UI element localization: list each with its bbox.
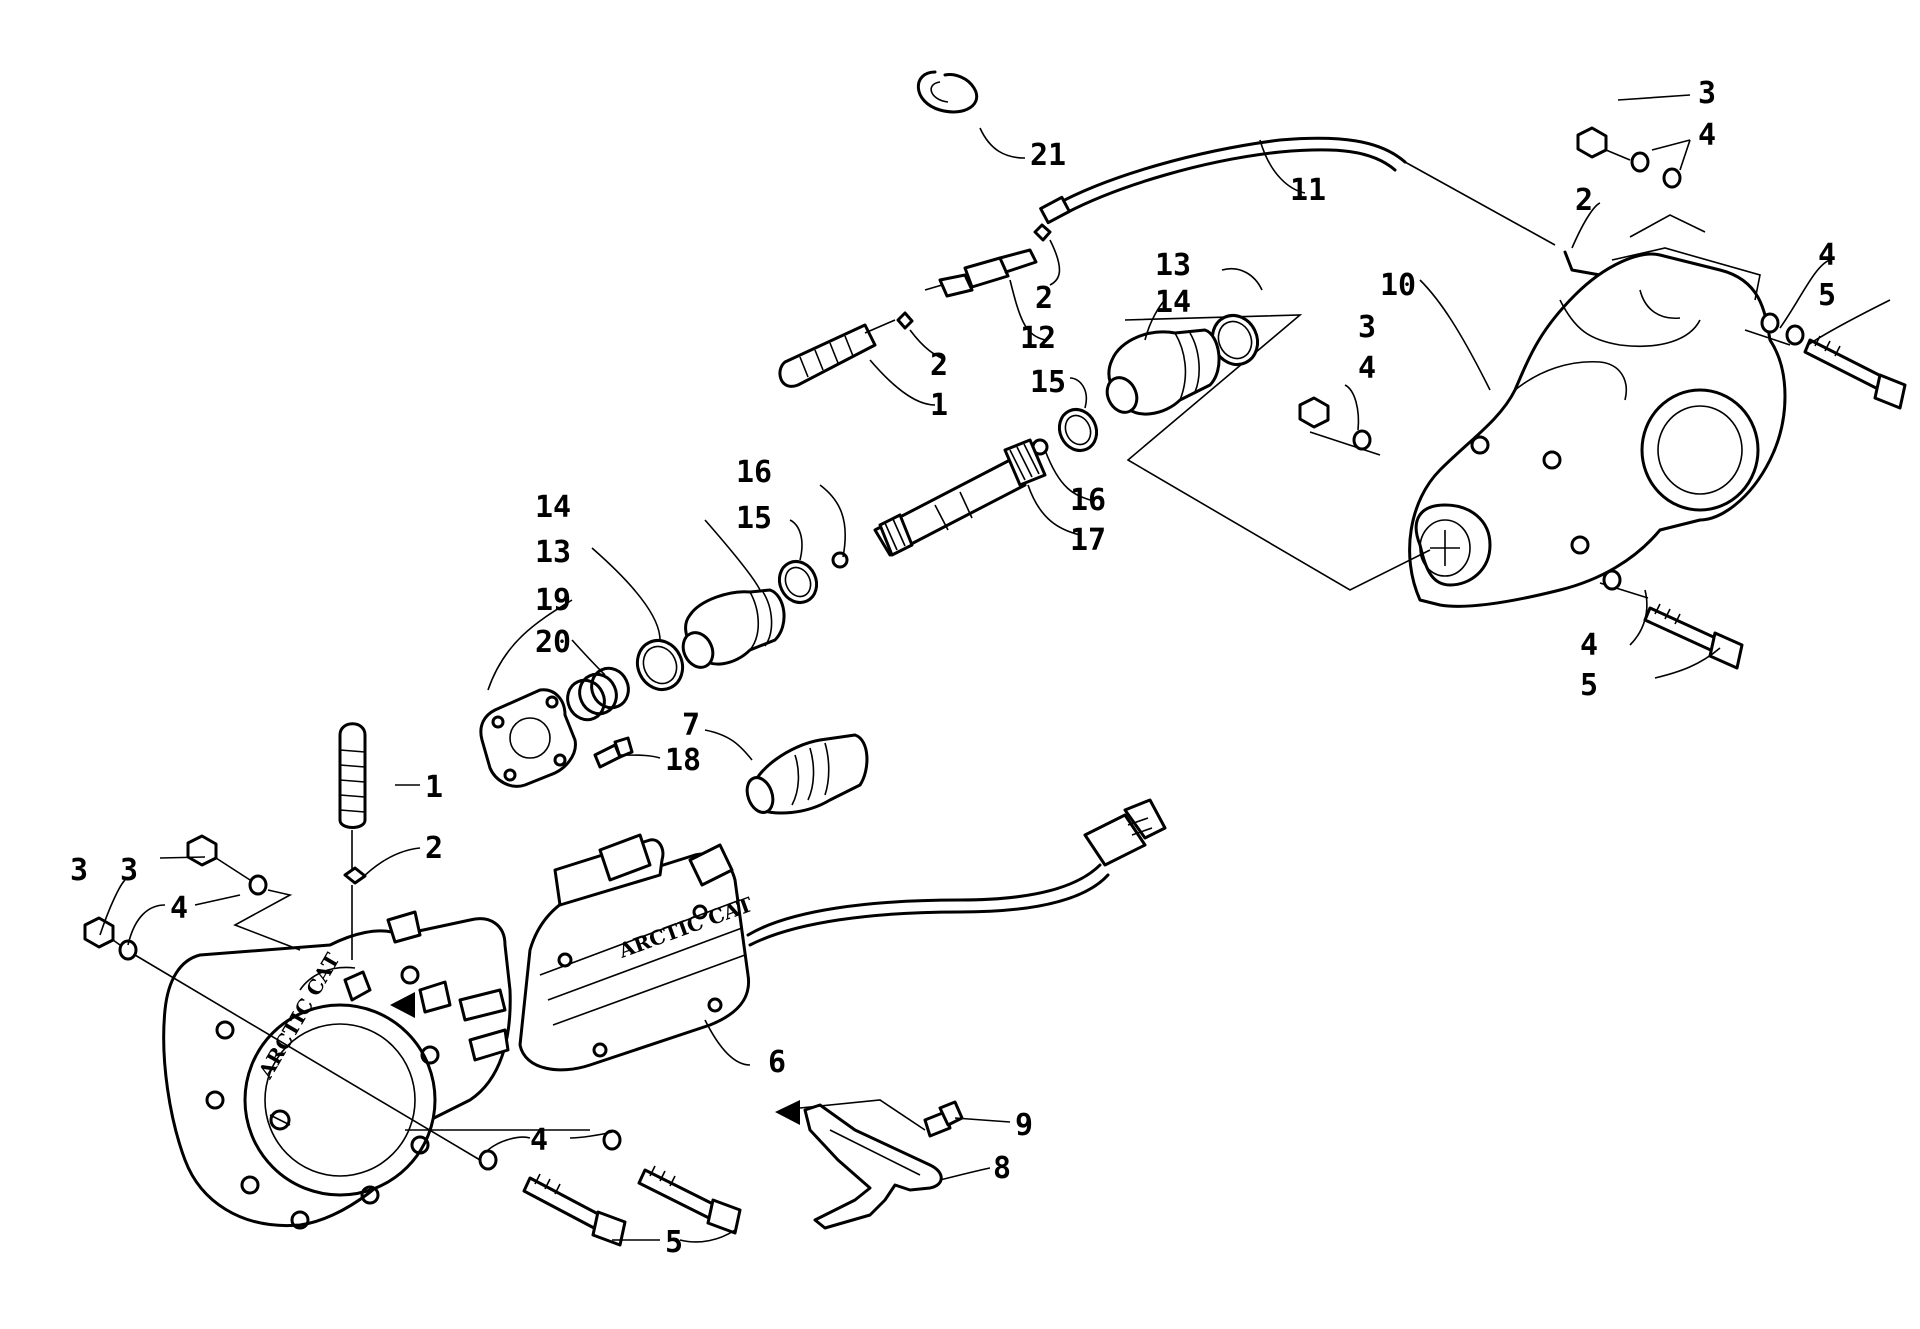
part-17-drive-shaft [873, 438, 1047, 557]
callout-5: 5 [665, 1225, 683, 1260]
part-3-nut-mid-right [1298, 396, 1330, 429]
callout-12: 12 [1020, 321, 1056, 356]
part-15-ring-lower [777, 560, 819, 604]
part-4-washer-ur2 [1662, 167, 1682, 189]
part-20-spring [566, 666, 630, 722]
callout-4: 4 [1580, 628, 1598, 663]
part-1-rubber-boot-lower [338, 722, 367, 870]
callout-16: 16 [1070, 483, 1106, 518]
callout-5: 5 [1580, 668, 1598, 703]
callout-4: 4 [530, 1123, 548, 1158]
pointer-arrow-bracket [775, 1100, 800, 1125]
callout-3: 3 [1358, 310, 1376, 345]
part-9-screw [923, 1100, 964, 1138]
part-14-boot-lower [681, 588, 786, 669]
callout-4: 4 [1698, 118, 1716, 153]
part-6-shift-actuator: ARCTIC CAT [518, 833, 756, 1072]
callout-4: 4 [1358, 351, 1376, 386]
part-4-washer-ur1 [1630, 151, 1650, 173]
callout-21: 21 [1030, 138, 1066, 173]
callout-13: 13 [1155, 248, 1191, 283]
left-gearcase-housing: ARCTIC CAT [162, 910, 512, 1230]
part-3-nut-left-lower [83, 916, 121, 949]
callout-3: 3 [1698, 76, 1716, 111]
callout-15: 15 [1030, 365, 1066, 400]
part-5-bolt-right-a [1803, 335, 1907, 410]
callout-18: 18 [665, 743, 701, 778]
callout-20: 20 [535, 625, 571, 660]
part-4-washer-left-bolt-a [478, 1149, 498, 1171]
part-4-washer-left-upper [248, 874, 268, 896]
callout-8: 8 [993, 1151, 1011, 1186]
part-2-clip-b [1033, 223, 1052, 242]
callout-4: 4 [170, 891, 188, 926]
callout-16: 16 [736, 455, 772, 490]
part-4-washer-left-lower [118, 939, 138, 961]
pointer-arrow-housing [390, 992, 415, 1018]
part-4-washer-right-a [1760, 312, 1805, 346]
callout-2: 2 [930, 348, 948, 383]
callout-5: 5 [1818, 278, 1836, 313]
part-19-cover-plate [479, 688, 577, 788]
part-4-washer-left-bolt-b [602, 1129, 622, 1151]
part-18-screw [593, 736, 634, 769]
part-2-clip-a [896, 311, 914, 330]
part-3-nut-left-upper [186, 834, 251, 881]
wire-harness-connector [746, 798, 1167, 947]
callout-9: 9 [1015, 1108, 1033, 1143]
part-16-ball-lower [831, 551, 849, 569]
part-11-shift-cable [1039, 136, 1602, 277]
callout-3: 3 [70, 853, 88, 888]
callout-2: 2 [1575, 183, 1593, 218]
callout-1: 1 [930, 388, 948, 423]
part-2-clip-d [343, 866, 367, 885]
callout-14: 14 [535, 490, 571, 525]
callout-2: 2 [1035, 281, 1053, 316]
callout-labels: 21 11 3 4 2 4 5 13 14 10 2 12 2 1 3 4 15… [70, 76, 1836, 1260]
callout-4: 4 [1818, 238, 1836, 273]
part-14-boot-upper [1105, 328, 1221, 416]
part-4-washer-right-b [1602, 569, 1622, 591]
part-1-rubber-boot-upper [778, 319, 896, 388]
part-7-rubber-boot [745, 733, 869, 815]
part-8-bracket [799, 1099, 943, 1230]
part-10-rear-gear-housing [1408, 247, 1787, 608]
callout-17: 17 [1070, 523, 1106, 558]
left-assembly-lines [134, 885, 590, 1161]
callout-10: 10 [1380, 268, 1416, 303]
callout-7: 7 [682, 708, 700, 743]
part-3-nut-upper-right [1576, 126, 1631, 161]
leader-lines [99, 94, 1891, 1243]
callout-2: 2 [425, 831, 443, 866]
part-5-bolt-left-a [522, 1173, 627, 1247]
callout-19: 19 [535, 583, 571, 618]
callout-1: 1 [425, 770, 443, 805]
part-13-clamp-lower [635, 639, 685, 691]
callout-15: 15 [736, 501, 772, 536]
part-12-cable-adjuster [924, 248, 1038, 298]
part-5-bolt-left-b [637, 1165, 742, 1235]
callout-3: 3 [120, 853, 138, 888]
callout-6: 6 [768, 1045, 786, 1080]
callout-11: 11 [1290, 173, 1326, 208]
callout-14: 14 [1155, 285, 1191, 320]
part-4-washer-mid-right [1352, 429, 1372, 451]
part-21-snap-ring [916, 70, 979, 114]
part-5-bolt-right-b [1643, 603, 1744, 670]
callout-13: 13 [535, 535, 571, 570]
part-15-ring-upper [1057, 408, 1099, 452]
part-13-clamp-upper [1210, 314, 1260, 366]
